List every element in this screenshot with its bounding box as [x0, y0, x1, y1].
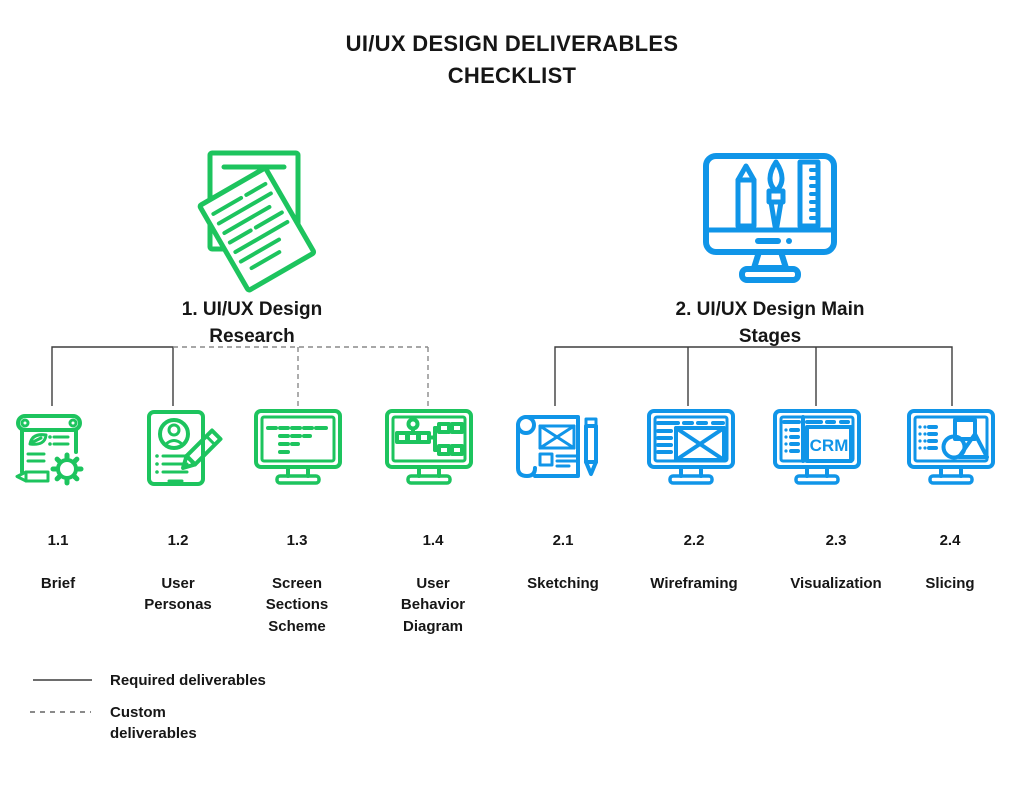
item-label-2-4: 2.4 Slicing: [890, 508, 1010, 616]
item-number: 2.1: [552, 531, 574, 549]
legend-dashed-line: [30, 711, 91, 713]
item-name: Screen Sections Scheme: [265, 574, 329, 635]
wireframe-layout-glyph: [656, 421, 726, 462]
item-name: Slicing: [925, 574, 975, 592]
flowchart-glyph: [395, 417, 464, 456]
pencil-glyph: [735, 163, 757, 183]
legend-required-label: Required deliverables: [110, 672, 266, 689]
brush-glyph: [767, 159, 785, 194]
item-label-2-3: 2.3 Visualization: [776, 508, 896, 616]
wireframe-monitor-icon: [645, 407, 737, 491]
item-name: Brief: [40, 574, 76, 592]
image-placeholder-glyph: [538, 424, 576, 450]
pencil-glyph: [181, 428, 223, 470]
item-label-1-4: 1.4 User Behavior Diagram: [373, 508, 493, 659]
item-name: Wireframing: [650, 574, 738, 592]
legend-custom-label: Custom deliverables: [110, 704, 197, 742]
page-title: UI/UX DESIGN DELIVERABLES CHECKLIST: [345, 31, 679, 88]
avatar-glyph: [158, 418, 190, 450]
user-personas-card-icon: [133, 404, 225, 492]
design-tools-monitor-icon: [700, 148, 840, 288]
item-name: User Personas: [144, 574, 212, 614]
stacked-documents-icon: [180, 143, 330, 293]
item-number: 1.1: [47, 531, 69, 549]
item-number: 1.3: [286, 531, 308, 549]
item-number: 2.3: [825, 531, 847, 549]
item-label-2-2: 2.2 Wireframing: [634, 508, 754, 616]
item-label-1-3: 1.3 Screen Sections Scheme: [237, 508, 357, 659]
item-name: Sketching: [527, 574, 599, 592]
section-blocks-glyph: [266, 426, 328, 454]
pencil-glyph: [24, 470, 50, 483]
group2-solid-connector: [554, 346, 953, 406]
group1-heading: 1. UI/UX Design Research: [181, 299, 323, 347]
behavior-diagram-monitor-icon: [383, 407, 475, 491]
group2-heading: 2. UI/UX Design Main Stages: [675, 299, 865, 347]
crm-layout-glyph: [782, 415, 853, 463]
sketch-scroll-pencil-icon: [510, 406, 602, 492]
item-label-2-1: 2.1 Sketching: [503, 508, 623, 616]
crm-monitor-icon: CRM: [771, 407, 863, 491]
item-number: 2.2: [683, 531, 705, 549]
brief-scroll-gear-icon: [10, 406, 102, 494]
item-number: 2.4: [939, 531, 961, 549]
pencil-glyph: [584, 417, 598, 476]
group1-solid-connector: [51, 346, 174, 406]
item-name: User Behavior Diagram: [400, 574, 466, 635]
item-name: Visualization: [790, 574, 882, 592]
item-label-1-1: 1.1 Brief: [0, 508, 116, 616]
screen-sections-monitor-icon: [252, 407, 344, 491]
item-number: 1.4: [422, 531, 444, 549]
leaf-glyph: [28, 433, 48, 446]
crm-text: CRM: [810, 436, 849, 455]
item-label-1-2: 1.2 User Personas: [118, 508, 238, 637]
slicing-shapes-monitor-icon: [905, 407, 997, 491]
legend-solid-line: [33, 679, 92, 681]
shapes-glyph: [918, 418, 989, 460]
item-number: 1.2: [167, 531, 189, 549]
